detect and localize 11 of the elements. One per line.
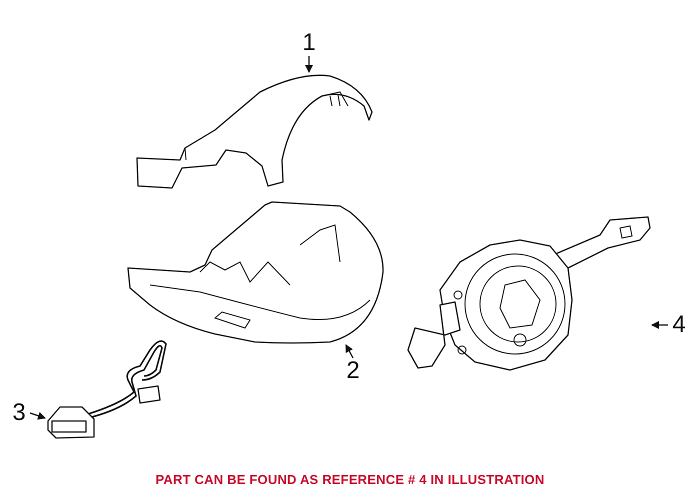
callout-number: 4 <box>668 312 690 338</box>
callout-number: 1 <box>298 30 320 56</box>
leader-arrow <box>651 321 668 329</box>
steering-column-lower-cover-drawing <box>125 200 385 345</box>
leader-arrow <box>30 412 46 420</box>
leader-arrow <box>305 56 313 73</box>
callout-number: 2 <box>342 358 364 384</box>
callout-number: 3 <box>8 400 30 426</box>
caption: PART CAN BE FOUND AS REFERENCE # 4 IN ILLUSTRATION <box>154 472 546 487</box>
steering-column-upper-cover-drawing <box>135 72 375 190</box>
leader-arrow <box>345 344 354 358</box>
